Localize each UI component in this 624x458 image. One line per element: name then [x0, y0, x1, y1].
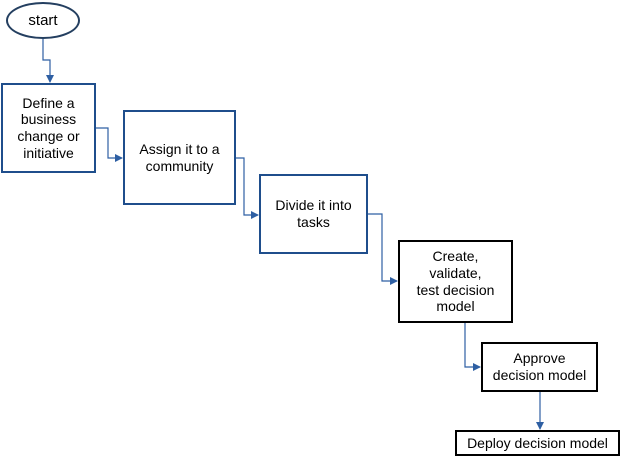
define-change-label: Define a business change or initiative: [17, 94, 80, 161]
connector-assign-to-divide: [236, 157, 259, 219]
deploy-model-label: Deploy decision model: [467, 434, 608, 451]
assign-community-label: Assign it to a community: [139, 140, 220, 174]
create-model-label: Create, validate, test decision model: [416, 248, 495, 315]
divide-tasks-label: Divide it into tasks: [275, 197, 352, 230]
connector-start-to-define: [42, 39, 54, 83]
start-node: start: [6, 2, 80, 39]
connector-define-to-assign: [96, 127, 123, 162]
divide-tasks-box: Divide it into tasks: [259, 174, 368, 254]
approve-model-label: Approve decision model: [492, 350, 587, 383]
define-change-box: Define a business change or initiative: [1, 83, 96, 173]
approve-model-box: Approve decision model: [481, 342, 598, 392]
connector-divide-to-create: [368, 213, 398, 285]
create-model-box: Create, validate, test decision model: [398, 240, 513, 323]
assign-community-box: Assign it to a community: [123, 110, 236, 205]
deploy-model-box: Deploy decision model: [455, 430, 620, 456]
connector-create-to-approve: [464, 323, 481, 371]
start-label: start: [28, 11, 58, 29]
